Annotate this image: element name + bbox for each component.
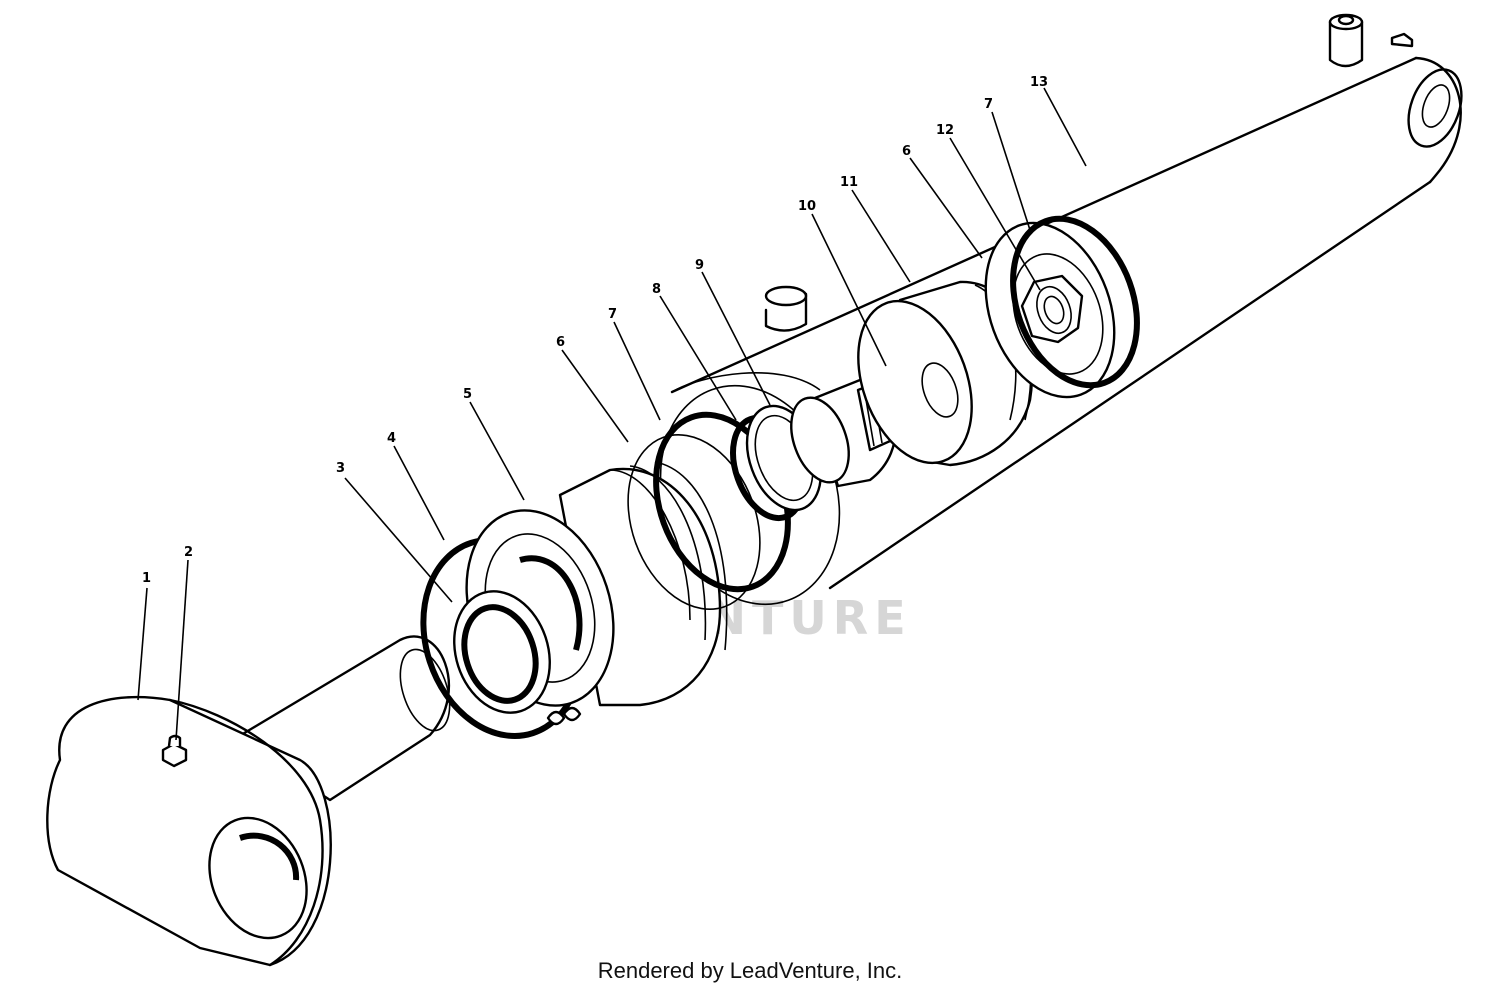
callout-11: 11 bbox=[840, 175, 858, 190]
callout-13: 13 bbox=[1030, 75, 1048, 90]
callout-3: 3 bbox=[336, 461, 345, 476]
part-2-grease-fitting bbox=[161, 734, 188, 768]
callout-10: 10 bbox=[798, 199, 816, 214]
callout-7-left: 7 bbox=[608, 307, 617, 322]
callout-5: 5 bbox=[463, 387, 472, 402]
callout-12: 12 bbox=[936, 123, 954, 138]
callout-4: 4 bbox=[387, 431, 396, 446]
part-12-piston-nut bbox=[1012, 253, 1104, 375]
part-13-cylinder-barrel bbox=[659, 13, 1463, 606]
part-1-piston-rod-eye bbox=[46, 635, 451, 967]
part-3-rod-wiper bbox=[453, 590, 551, 714]
callout-7-right: 7 bbox=[984, 97, 993, 112]
callout-2: 2 bbox=[184, 545, 193, 560]
callouts: 1 2 3 4 5 6 7 8 9 10 11 6 12 7 13 bbox=[142, 75, 1048, 586]
credit-footer: Rendered by LeadVenture, Inc. bbox=[597, 958, 903, 983]
callout-8: 8 bbox=[652, 282, 661, 297]
leader-lines bbox=[137, 87, 1087, 741]
callout-1: 1 bbox=[142, 571, 151, 586]
part-7-o-ring-right bbox=[1010, 215, 1140, 389]
callout-6-left: 6 bbox=[556, 335, 565, 350]
callout-9: 9 bbox=[695, 258, 704, 273]
callout-6-right: 6 bbox=[902, 144, 911, 159]
